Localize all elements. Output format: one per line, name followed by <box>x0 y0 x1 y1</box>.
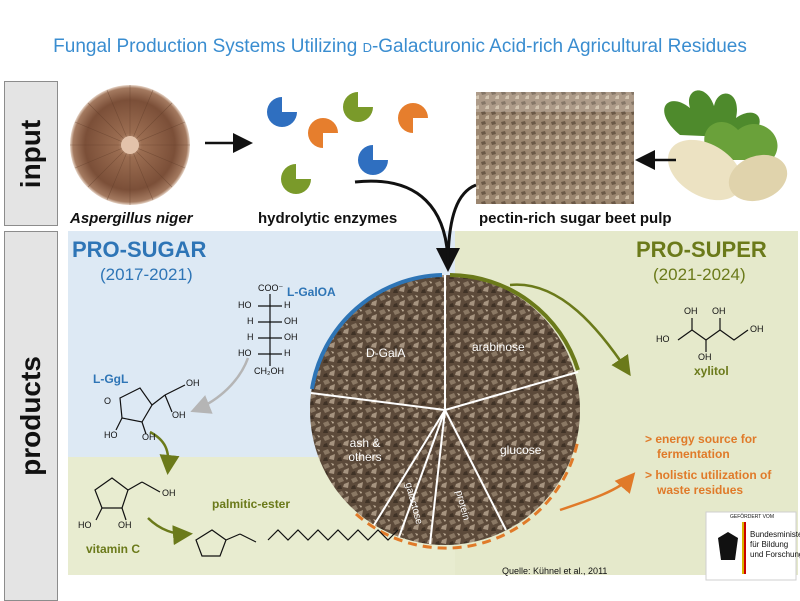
xylitol-atom-label: OH <box>750 324 764 334</box>
bullet-energy-source: > energy source for fermentation <box>645 432 757 462</box>
ggl-atom-label: HO <box>104 430 118 440</box>
xylitol-atom-label: HO <box>656 334 670 344</box>
xylitol-atom-label: OH <box>684 306 698 316</box>
pro-super-years: (2021-2024) <box>653 265 746 284</box>
arrow-vitc-to-ester <box>147 517 193 546</box>
pro-sugar-title: PRO-SUGAR <box>72 237 207 262</box>
ggl-atom-label: OH <box>142 432 156 442</box>
vitamin-c-structure <box>94 477 161 521</box>
vitc-atom-label: OH <box>118 520 132 530</box>
sugar-beet-image <box>664 90 788 202</box>
palmitic-ester-structure <box>195 529 399 557</box>
galoa-atom-label: H <box>247 316 254 326</box>
composition-pie <box>310 273 580 550</box>
galoa-atom-label: H <box>284 300 291 310</box>
arrow-to-bullets <box>559 472 636 512</box>
xylitol-atom-label: OH <box>712 306 726 316</box>
enzymes-label: hydrolytic enzymes <box>258 210 398 227</box>
ggl-atom-label: OH <box>186 378 200 388</box>
galoa-atom-label: HO <box>238 300 252 310</box>
bullet-marker: > energy source for <box>645 432 757 446</box>
galoa-ch2oh-label: CH₂OH <box>254 366 284 376</box>
arrow-enzymes-to-pulp-circle <box>354 179 460 272</box>
galoa-atom-label: OH <box>284 316 298 326</box>
vitc-atom-label: OH <box>162 488 176 498</box>
xylitol-atom-label: OH <box>698 352 712 362</box>
bullet-text-line: holistic utilization of <box>655 468 772 482</box>
ggl-atom-label: O <box>104 396 112 406</box>
galoa-atom-label: H <box>247 332 254 342</box>
aspergillus-label: Aspergillus niger <box>70 210 193 227</box>
title-suffix: -Galacturonic Acid-rich Agricultural Res… <box>371 36 747 57</box>
bullet-text-line: energy source for <box>655 432 757 446</box>
arrow-ggl-to-vitamin-c <box>149 430 180 475</box>
eagle-logo-icon <box>705 511 797 581</box>
logo-ministry-text: Bundesministerium für Bildung und Forsch… <box>750 530 800 560</box>
title-d-prefix: D <box>362 40 372 55</box>
source-citation: Quelle: Kühnel et al., 2011 <box>502 566 608 576</box>
sugar-beet-pulp-image <box>476 92 634 204</box>
pro-super-title: PRO-SUPER <box>636 237 767 262</box>
aspergillus-niger-image <box>70 85 190 205</box>
l-galoa-structure <box>258 294 282 366</box>
page-title: Fungal Production Systems Utilizing D-Ga… <box>0 36 800 58</box>
xylitol-structure <box>677 318 749 352</box>
arrow-to-xylitol <box>509 283 631 377</box>
logo-line: für Bildung <box>750 540 789 549</box>
pie-label-glucose: glucose <box>500 443 542 457</box>
products-side-label: products <box>4 231 58 601</box>
title-prefix: Fungal Production Systems Utilizing <box>53 36 363 57</box>
arrow-galoa-to-ggl <box>190 357 250 414</box>
pie-label-arabinose: arabinose <box>472 340 525 354</box>
bullet-text-line: waste residues <box>657 483 744 497</box>
pro-sugar-years: (2017-2021) <box>100 265 193 284</box>
ggl-atom-label: OH <box>172 410 186 420</box>
sugar-beet-pulp-label: pectin-rich sugar beet pulp <box>479 210 672 227</box>
bullet-text-line: fermentation <box>657 447 730 461</box>
pie-label-galacturonic: D-GalA <box>366 346 406 360</box>
galoa-atom-label: HO <box>238 348 252 358</box>
xylitol-label: xylitol <box>694 364 729 378</box>
galoa-atom-label: OH <box>284 332 298 342</box>
logo-line: und Forschung <box>750 550 800 559</box>
logo-funded-by: GEFÖRDERT VOM <box>730 514 774 520</box>
arrow-pulp-to-circle <box>446 183 477 267</box>
bullet-holistic-utilization: > holistic utilization of waste residues <box>645 468 771 498</box>
logo-line: Bundesministerium <box>750 530 800 539</box>
vitc-atom-label: HO <box>78 520 92 530</box>
input-side-label: input <box>4 81 58 226</box>
l-ggl-structure <box>115 384 186 435</box>
vitamin-c-label: vitamin C <box>86 542 141 556</box>
l-ggl-label: L-GgL <box>93 372 129 386</box>
pie-label-ash-others: ash & others <box>348 436 382 464</box>
l-galoa-label: L-GalOA <box>287 285 336 299</box>
galoa-atom-label: H <box>284 348 291 358</box>
enzyme-icons <box>267 92 428 194</box>
galoa-coo-label: COO⁻ <box>258 283 284 293</box>
bullet-marker: > holistic utilization of <box>645 468 772 482</box>
palmitic-ester-label: palmitic-ester <box>212 497 291 511</box>
